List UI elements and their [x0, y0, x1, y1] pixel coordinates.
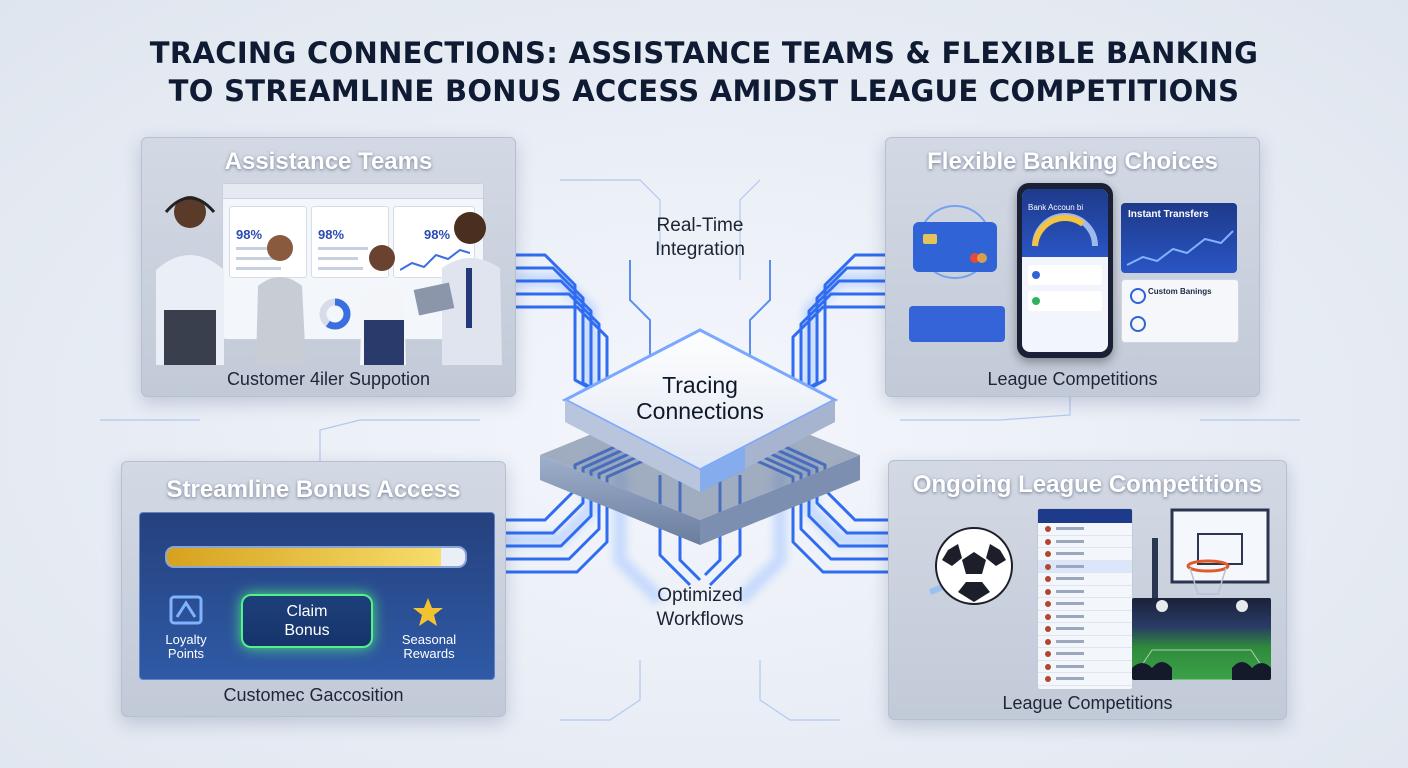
page-title: TRACING CONNECTIONS: ASSISTANCE TEAMS & …: [0, 34, 1408, 110]
instant-transfers-label: Instant Transfers: [1128, 209, 1209, 220]
assistance-teams-title: Assistance Teams: [224, 148, 433, 175]
title-line-2: TO STREAMLINE BONUS ACCESS AMIDST LEAGUE…: [168, 74, 1240, 108]
hub-platform: [540, 328, 860, 545]
stat-value: 98%: [424, 227, 451, 242]
bank-account-label: Bank Accoun bi: [1028, 203, 1084, 212]
stat-card: 98%: [311, 206, 389, 278]
table-row[interactable]: [1038, 536, 1132, 548]
stat-card: 98%: [229, 206, 307, 278]
loyalty-points-icon: [169, 595, 203, 625]
table-row[interactable]: [1038, 661, 1132, 673]
soccer-ball-icon: [928, 527, 1013, 605]
claim-bonus-button[interactable]: Claim Bonus: [241, 594, 373, 648]
instant-transfers-card: Instant Transfers: [1121, 203, 1237, 273]
account-row[interactable]: [1028, 265, 1102, 285]
custom-banking-label: Custom Banings: [1148, 287, 1212, 296]
streamline-bonus-title: Streamline Bonus Access: [166, 476, 461, 503]
table-row[interactable]: [1038, 611, 1132, 623]
real-time-integration-label: Real-Time Integration: [655, 215, 745, 260]
phone-banking-app: Bank Accoun bi: [1017, 183, 1113, 358]
stat-value: 98%: [236, 227, 263, 242]
stadium-scene: [1132, 598, 1271, 680]
table-row[interactable]: [1038, 586, 1132, 598]
stat-value: 98%: [318, 227, 345, 242]
table-row[interactable]: [1038, 636, 1132, 648]
table-row[interactable]: [1038, 598, 1132, 611]
account-gauge: [1032, 213, 1098, 247]
basketball-hoop-icon: [1152, 508, 1270, 598]
streamline-bonus-caption: Customec Gaccosition: [223, 685, 404, 705]
table-row[interactable]: [1038, 548, 1132, 561]
support-team-illustration: [156, 196, 502, 365]
mini-chart: [400, 248, 470, 271]
table-row[interactable]: [1038, 686, 1132, 689]
table-row[interactable]: [1038, 573, 1132, 586]
league-competitions-caption: League Competitions: [1002, 693, 1173, 713]
phone-header: Bank Accoun bi: [1022, 189, 1108, 257]
phone-screen: Bank Accoun bi: [1022, 189, 1108, 352]
stadium-graphic: [1132, 600, 1271, 680]
assistance-teams-caption: Customer 4iler Suppotion: [226, 369, 431, 389]
dashboard-toolbar: [223, 184, 483, 199]
account-row[interactable]: [1028, 291, 1102, 311]
circuit-traces: [100, 179, 1300, 721]
flexible-banking-caption: League Competitions: [987, 369, 1158, 389]
table-row[interactable]: [1038, 673, 1132, 686]
bonus-progress-bar: [165, 546, 467, 568]
title-line-1: TRACING CONNECTIONS: ASSISTANCE TEAMS & …: [149, 36, 1259, 70]
league-table-header: [1038, 509, 1132, 523]
league-competitions-title: Ongoing League Competitions: [912, 471, 1263, 498]
bonus-progress-fill: [167, 548, 442, 566]
custom-plan-card[interactable]: [909, 306, 1005, 342]
custom-banking-card: Custom Banings: [1121, 279, 1239, 343]
league-standings-table: [1037, 508, 1133, 690]
label-feeds: [629, 260, 771, 360]
loyalty-points-label: Loyalty Points: [165, 632, 207, 661]
hub-label: Tracing Connections: [636, 372, 764, 424]
seasonal-rewards-icon: [413, 598, 443, 626]
table-row[interactable]: [1038, 560, 1132, 573]
table-row[interactable]: [1038, 523, 1132, 536]
flexible-banking-title: Flexible Banking Choices: [927, 148, 1218, 175]
credit-card-icon: [913, 205, 997, 279]
optimized-workflows-label: Optimized Workflows: [656, 585, 744, 630]
table-row[interactable]: [1038, 648, 1132, 661]
table-row[interactable]: [1038, 623, 1132, 636]
donut-chart: [319, 298, 351, 330]
seasonal-rewards-label: Seasonal Rewards: [401, 632, 457, 661]
transfers-chart: [1126, 230, 1234, 266]
